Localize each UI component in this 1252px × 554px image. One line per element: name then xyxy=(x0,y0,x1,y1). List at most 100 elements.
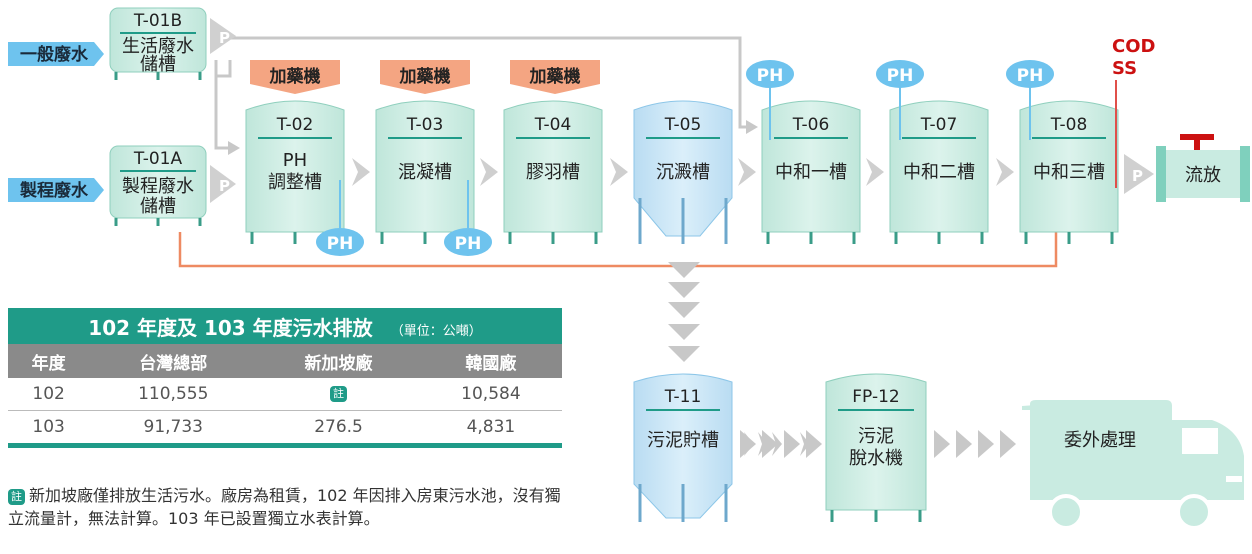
header-taiwan: 台灣總部 xyxy=(89,344,258,378)
tank-t04: T-04 膠羽槽 xyxy=(503,100,603,244)
flow-chevrons xyxy=(352,158,1014,186)
tank-t08-id: T-08 xyxy=(1050,115,1088,135)
tank-fp12-name2: 脫水機 xyxy=(849,448,903,469)
cell-singapore: 276.5 xyxy=(257,410,420,448)
cell-year: 103 xyxy=(8,410,90,448)
ph-label: PH xyxy=(757,66,784,86)
monitor-ss: SS xyxy=(1112,58,1137,79)
tank-t03-id: T-03 xyxy=(406,115,444,135)
dosing-label: 加藥機 xyxy=(529,66,581,87)
ph-probe-t03: PH xyxy=(444,180,492,256)
tank-t11-name: 污泥貯槽 xyxy=(647,430,719,451)
dosing-machine-t03: 加藥機 xyxy=(380,60,470,94)
pump-process: P xyxy=(210,165,236,203)
input-general: 一般廢水 xyxy=(8,42,104,66)
table-title-row: 102 年度及 103 年度污水排放（單位：公噸） xyxy=(8,308,562,344)
tank-t11: T-11 污泥貯槽 xyxy=(633,373,733,522)
tank-t01b: T-01B 生活廢水 儲槽 xyxy=(109,7,207,80)
tank-t04-name: 膠羽槽 xyxy=(526,162,580,183)
down-arrows xyxy=(668,262,700,362)
tank-t01b-id: T-01B xyxy=(133,11,182,31)
pipe-arrow-head xyxy=(746,120,758,134)
monitor-cod: COD xyxy=(1112,36,1155,57)
discharge-label: 流放 xyxy=(1185,165,1221,186)
tank-t07-name: 中和二槽 xyxy=(903,162,975,183)
pump-label: P xyxy=(219,177,230,195)
sludge-pipe xyxy=(178,232,1058,268)
input-general-label: 一般廢水 xyxy=(20,44,89,65)
cell-korea: 4,831 xyxy=(419,410,562,448)
tank-t01a-name2: 儲槽 xyxy=(140,196,176,217)
table-header-row: 年度 台灣總部 新加坡廠 韓國廠 xyxy=(8,344,562,378)
sludge-chevrons-2 xyxy=(934,430,1016,458)
cod-ss-monitor: COD SS xyxy=(1112,36,1155,188)
ph-probe-t07: PH xyxy=(876,60,924,140)
tank-t07: T-07 中和二槽 xyxy=(889,100,989,244)
ph-label: PH xyxy=(455,234,482,254)
pump-label: P xyxy=(219,29,230,47)
tank-t04-id: T-04 xyxy=(534,115,572,135)
tank-t08: T-08 中和三槽 xyxy=(1019,100,1119,244)
tank-fp12-id: FP-12 xyxy=(852,387,899,407)
tank-fp12: FP-12 污泥 脫水機 xyxy=(825,373,927,522)
tank-t06-id: T-06 xyxy=(792,115,830,135)
pump-general: P xyxy=(210,18,236,54)
tank-t02-id: T-02 xyxy=(276,115,314,135)
tank-t05: T-05 沉澱槽 xyxy=(633,100,733,244)
cell-taiwan: 110,555 xyxy=(89,378,258,411)
table-row: 102 110,555 註 10,584 xyxy=(8,378,562,411)
tank-t02-name1: PH xyxy=(283,150,307,171)
ph-probe-t08: PH xyxy=(1006,60,1054,140)
ph-label: PH xyxy=(1017,66,1044,86)
ph-probe-t06: PH xyxy=(746,60,794,140)
dosing-machine-t04: 加藥機 xyxy=(510,60,600,94)
tank-t01b-name1: 生活廢水 xyxy=(122,36,194,57)
ph-probe-t02: PH xyxy=(316,180,364,256)
table-title-cell: 102 年度及 103 年度污水排放（單位：公噸） xyxy=(8,308,562,344)
pump-outlet: P xyxy=(1124,154,1154,194)
footnote-text: 新加坡廠僅排放生活污水。廠房為租賃，102 年因排入房東污水池，沒有獨立流量計，… xyxy=(8,486,561,528)
sludge-chevrons-fill xyxy=(740,430,822,458)
outsource-label: 委外處理 xyxy=(1064,430,1136,451)
truck-icon: 委外處理 xyxy=(1022,400,1244,530)
tank-t07-id: T-07 xyxy=(920,115,958,135)
dosing-label: 加藥機 xyxy=(399,66,451,87)
pump-label: P xyxy=(1132,167,1143,185)
input-process: 製程廢水 xyxy=(8,178,104,202)
tank-t05-id: T-05 xyxy=(664,115,702,135)
discharge-valve: 流放 xyxy=(1156,134,1250,202)
tank-t01b-name2: 儲槽 xyxy=(140,54,176,75)
ph-label: PH xyxy=(887,66,914,86)
dosing-label: 加藥機 xyxy=(269,66,321,87)
tank-t05-name: 沉澱槽 xyxy=(656,162,710,183)
header-singapore: 新加坡廠 xyxy=(257,344,420,378)
dosing-machine-t02: 加藥機 xyxy=(250,60,340,94)
input-process-label: 製程廢水 xyxy=(19,180,89,201)
tank-t02-name2: 調整槽 xyxy=(268,172,322,193)
cell-taiwan: 91,733 xyxy=(89,410,258,448)
table-row: 103 91,733 276.5 4,831 xyxy=(8,410,562,448)
tank-t06: T-06 中和一槽 xyxy=(761,100,861,244)
cell-korea: 10,584 xyxy=(419,378,562,411)
tank-t03: T-03 混凝槽 xyxy=(375,100,475,244)
emission-table: 102 年度及 103 年度污水排放（單位：公噸） 年度 台灣總部 新加坡廠 韓… xyxy=(8,308,562,448)
tank-t06-name: 中和一槽 xyxy=(775,162,847,183)
cell-singapore: 註 xyxy=(257,378,420,411)
footnote-tag: 註 xyxy=(8,488,25,505)
tank-t01a-name1: 製程廢水 xyxy=(122,176,194,197)
cell-year: 102 xyxy=(8,378,90,411)
pipe-arrow-head xyxy=(228,141,240,155)
tank-t02: T-02 PH 調整槽 xyxy=(245,100,345,244)
tank-t03-name: 混凝槽 xyxy=(398,162,452,183)
header-korea: 韓國廠 xyxy=(419,344,562,378)
note-tag: 註 xyxy=(330,386,348,402)
header-year: 年度 xyxy=(8,344,90,378)
tank-t01a: T-01A 製程廢水 儲槽 xyxy=(109,145,207,226)
ph-label: PH xyxy=(327,234,354,254)
table-title: 102 年度及 103 年度污水排放 xyxy=(88,315,373,340)
tank-t08-name: 中和三槽 xyxy=(1033,162,1105,183)
tank-t01a-id: T-01A xyxy=(133,149,183,169)
tank-t11-id: T-11 xyxy=(664,387,702,407)
tank-fp12-name1: 污泥 xyxy=(858,426,894,447)
